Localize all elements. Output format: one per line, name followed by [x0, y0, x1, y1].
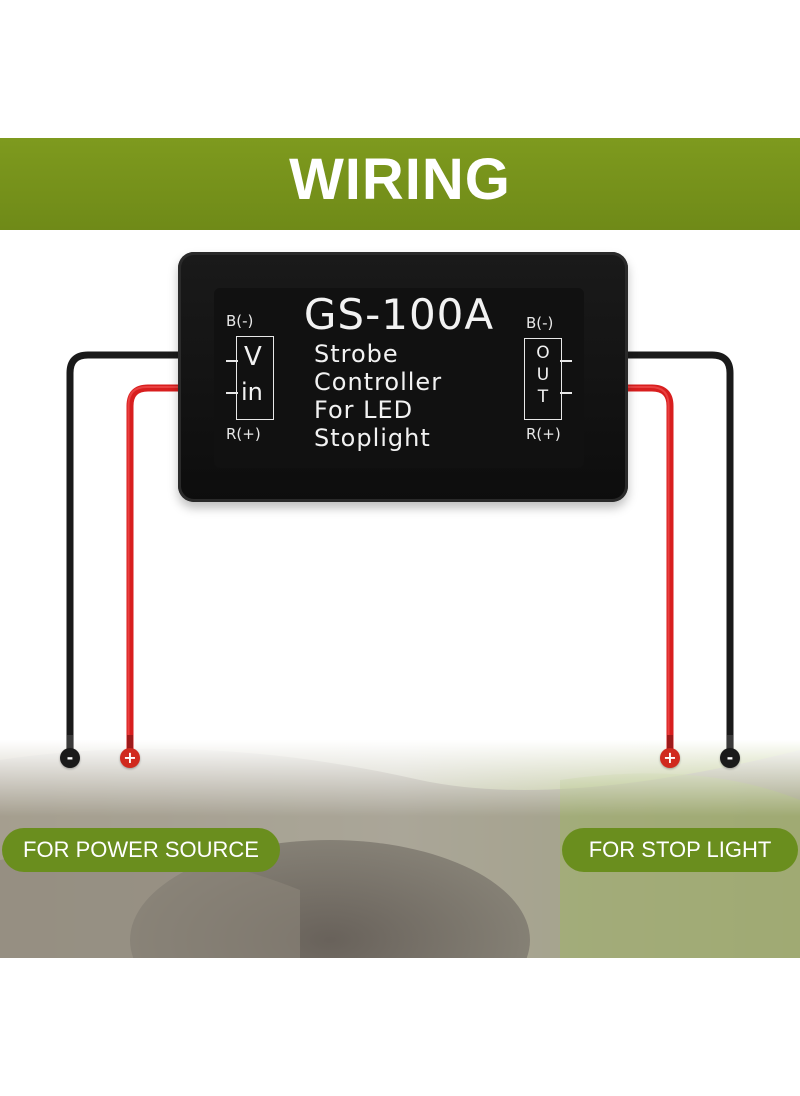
- output-negative-label: B(-): [526, 314, 554, 332]
- output-letter: U: [536, 365, 550, 385]
- right-positive-terminal: +: [660, 748, 680, 768]
- input-negative-label: B(-): [226, 312, 254, 330]
- description-line: For LED: [314, 396, 414, 424]
- right-negative-terminal: -: [720, 748, 740, 768]
- output-port-letters: O U T: [535, 342, 551, 408]
- device-label-panel: GS-100A B(-) R(+) V in Strobe Controller…: [214, 288, 584, 468]
- output-letter: T: [537, 387, 549, 407]
- description-line: Strobe: [314, 340, 399, 368]
- output-positive-label: R(+): [526, 425, 561, 443]
- input-positive-label: R(+): [226, 425, 261, 443]
- stop-light-label: FOR STOP LIGHT: [562, 828, 798, 872]
- left-black-wire: [66, 351, 186, 756]
- output-letter: O: [536, 343, 550, 363]
- left-positive-terminal: +: [120, 748, 140, 768]
- left-negative-terminal: -: [60, 748, 80, 768]
- description-line: Controller: [314, 368, 443, 396]
- power-source-label: FOR POWER SOURCE: [2, 828, 280, 872]
- output-tick-bottom: [560, 392, 572, 394]
- strobe-controller-module: GS-100A B(-) R(+) V in Strobe Controller…: [178, 252, 628, 502]
- title-banner: [0, 138, 800, 230]
- right-black-wire: [620, 351, 734, 756]
- device-model: GS-100A: [303, 290, 495, 339]
- left-red-wire: [126, 384, 186, 756]
- right-red-wire: [620, 384, 674, 756]
- output-port-box: [524, 338, 562, 420]
- input-tick-bottom: [226, 392, 238, 394]
- device-description: Strobe Controller For LED Stoplight: [314, 340, 514, 452]
- input-port-box: [236, 336, 274, 420]
- output-tick-top: [560, 360, 572, 362]
- input-port-v: V: [244, 342, 262, 372]
- input-port-in: in: [241, 378, 263, 406]
- banner-title: WIRING: [289, 147, 511, 212]
- description-line: Stoplight: [314, 424, 431, 452]
- input-tick-top: [226, 360, 238, 362]
